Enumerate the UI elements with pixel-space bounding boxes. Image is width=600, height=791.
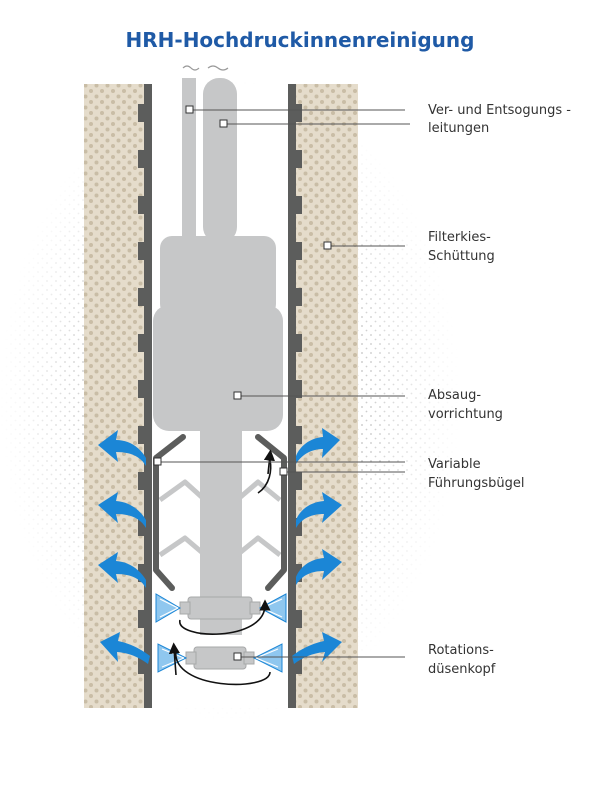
label-supply-lines-2: leitungen [428,121,489,136]
guide-bracket-rear [158,479,282,558]
gravel-left [84,84,146,708]
filter-wall-left [138,84,152,708]
label-gravel-2: Schüttung [428,249,495,264]
flow-arrows [98,428,342,664]
label-nozzle-2: düsenkopf [428,662,496,677]
label-nozzle-1: Rotations- [428,643,494,658]
label-guide-1: Variable [428,457,481,472]
label-supply-lines-1: Ver- und Entsogungs - [428,103,571,118]
leader-lines [153,105,410,661]
diagram-title: HRH-Hochdruckinnenreinigung [126,28,475,52]
rotation-arrows [168,449,275,686]
nozzle-head-lower [185,646,255,670]
label-guide-2: Führungsbügel [428,476,524,491]
guide-bracket-front [153,434,287,591]
nozzle-head-upper [179,596,261,620]
supply-lines [182,65,237,243]
label-gravel-1: Filterkies- [428,230,491,245]
label-suction-1: Absaug- [428,388,481,403]
label-suction-2: vorrichtung [428,407,503,422]
